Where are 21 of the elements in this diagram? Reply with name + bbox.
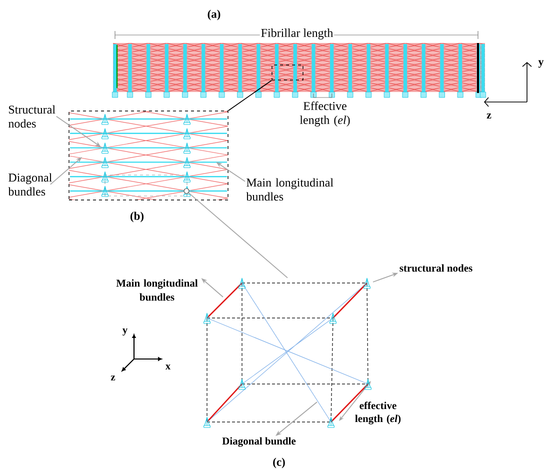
dimension-label: Effective length (el)	[300, 101, 350, 127]
panel-label: (b)	[130, 212, 144, 222]
callout-label: Main longitudinal bundles	[246, 178, 334, 201]
detail-panel	[68, 110, 228, 200]
axis-label: z	[486, 113, 492, 119]
axis-label: y	[122, 328, 128, 336]
dashed-frame	[272, 64, 304, 80]
axis-label: z	[110, 376, 116, 380]
dimension-label: Fibrillar length	[260, 28, 334, 40]
leader-line	[188, 192, 288, 278]
callout-label: Diagonal bundle	[222, 437, 296, 447]
panel-label: (a)	[208, 10, 220, 20]
dimension-label: effective length (el)	[355, 402, 401, 424]
leader-line	[228, 80, 272, 112]
axis-label: y	[538, 60, 544, 68]
callout-label: Diagonal bundles	[8, 173, 52, 196]
panel-label: (c)	[273, 458, 285, 468]
callout-label: Main longitudinal bundles	[116, 279, 198, 301]
callout-label: Structural nodes	[8, 105, 56, 128]
callout-label: structural nodes	[400, 264, 472, 272]
axis-label: x	[165, 364, 171, 370]
